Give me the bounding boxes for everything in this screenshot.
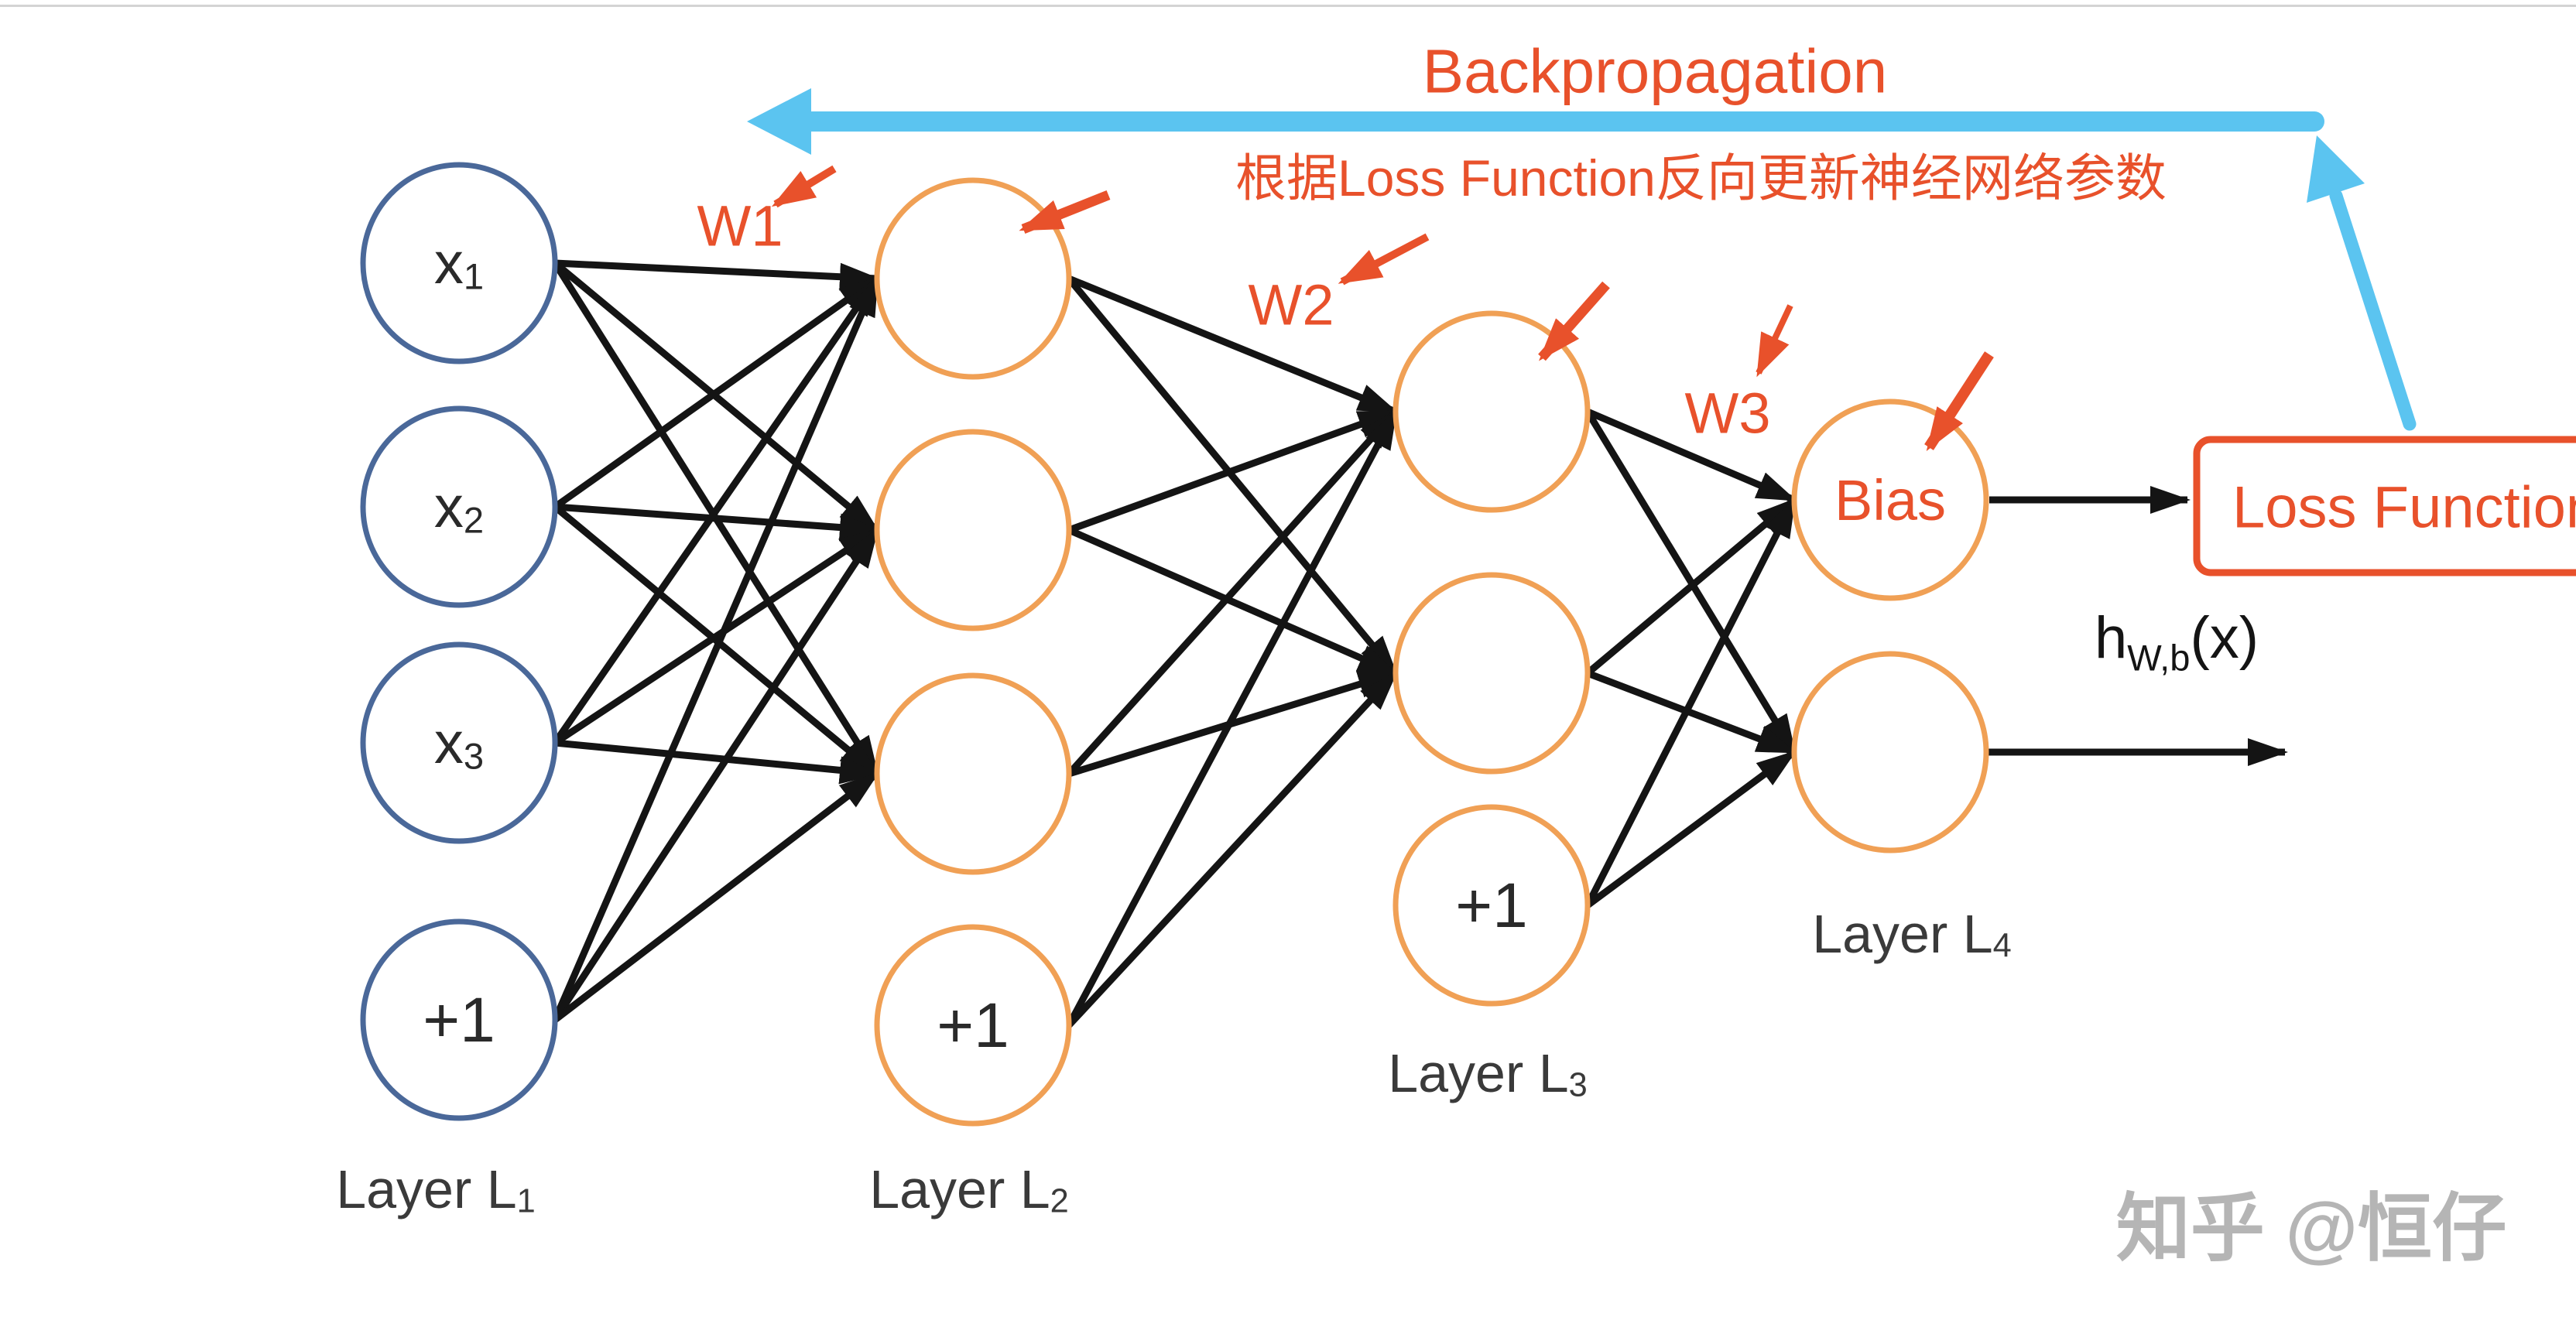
edge-arrow: [552, 275, 880, 745]
weight-label-w3: W3: [1685, 381, 1771, 446]
edge-arrow: [553, 527, 880, 746]
neuron-node-layer1: [360, 162, 558, 364]
edge-arrow: [1066, 276, 1399, 676]
edge-arrow: [1585, 749, 1797, 908]
neuron-node-layer3: [1392, 572, 1591, 775]
top-border-line: [0, 5, 2576, 7]
red-pointer-arrow: [1924, 351, 1994, 452]
edge-arrow: [1584, 497, 1798, 908]
backprop-arrowhead-left: [747, 88, 811, 155]
edge-arrow: [1584, 409, 1797, 755]
red-annotation-arrows: [771, 165, 1994, 452]
layer-label-l4: Layer L4: [1812, 904, 2012, 964]
loss-function-box: [2193, 436, 2576, 576]
edge-arrow: [1066, 670, 1399, 1028]
edge-arrow: [1066, 409, 1399, 1028]
layer-label-l3: Layer L3: [1388, 1043, 1588, 1103]
neuron-node-layer1: [360, 641, 558, 844]
loss-function-label: Loss Function: [2232, 475, 2576, 541]
edge-arrow: [1067, 408, 1399, 534]
hypothesis-formula: hW,b(x): [2095, 605, 2259, 679]
edge-arrow: [1586, 669, 1797, 756]
edge-arrow: [1067, 275, 1399, 416]
node-label: Bias: [1834, 468, 1946, 532]
edge-arrow: [553, 771, 880, 1023]
edge-arrow: [1585, 497, 1797, 676]
neuron-node-layer3: [1392, 310, 1591, 513]
edge-arrow: [554, 503, 880, 542]
neuron-node-layer4: [1791, 651, 1989, 853]
neuron-node-layer1: [360, 405, 558, 608]
backpropagation-arrow: [747, 88, 2417, 431]
red-pointer-arrow: [771, 165, 837, 208]
red-pointer-arrow: [1538, 281, 1610, 361]
edge-arrow: [551, 275, 881, 1021]
neuron-node-layer2: [874, 672, 1072, 875]
edge-arrow: [1066, 409, 1399, 777]
backpropagation-title: Backpropagation: [1423, 37, 1887, 106]
red-pointer-arrow: [1019, 190, 1111, 234]
neuron-node-layer2: [874, 177, 1072, 380]
weight-label-w2: W2: [1249, 273, 1334, 337]
loss-to-backprop-arrowhead: [2307, 135, 2365, 203]
edge-arrow: [554, 259, 880, 291]
node-label: x3: [434, 710, 484, 777]
edge-arrow: [1586, 408, 1797, 504]
neuron-node-layer2: [874, 924, 1072, 1127]
node-label: x2: [434, 474, 484, 541]
layer-label-l1: Layer L1: [336, 1159, 536, 1219]
node-label: +1: [423, 985, 495, 1055]
edge-arrow: [1067, 526, 1399, 677]
edge-arrow: [553, 275, 880, 510]
neuron-nodes: [360, 162, 1989, 1127]
red-pointer-arrow: [1338, 233, 1430, 286]
chinese-annotation: 根据Loss Function反向更新神经网络参数: [1235, 149, 2167, 207]
neuron-node-layer3: [1392, 804, 1591, 1007]
layer-label-l2: Layer L2: [869, 1159, 1069, 1219]
connection-arrows: [551, 259, 2288, 1028]
edge-arrow: [554, 739, 880, 785]
neuron-node-layer2: [874, 429, 1072, 631]
red-pointer-arrow: [1756, 304, 1793, 378]
zhihu-watermark: 知乎 @恒仔: [2116, 1188, 2506, 1271]
node-label: +1: [1455, 871, 1528, 941]
weight-label-w1: W1: [697, 194, 783, 258]
node-label: +1: [937, 990, 1009, 1061]
neuron-node-layer1: [360, 918, 558, 1121]
edge-arrow: [552, 527, 880, 1022]
node-label: x1: [434, 231, 484, 297]
loss-to-backprop-shaft: [2329, 189, 2417, 431]
